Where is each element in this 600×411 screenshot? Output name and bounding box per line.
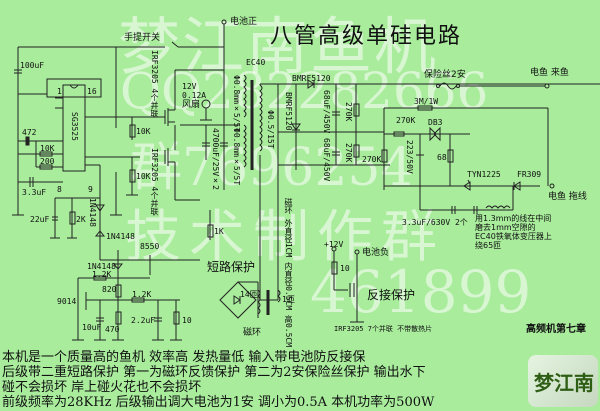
diode-1n4148-c-label: 1N4148 [87, 262, 116, 271]
cap-100uf-label: 100uF [20, 61, 45, 70]
watermark-brand: 梦江南鱼机 [118, 10, 439, 83]
description-line-3: 碰不会损坏 岸上碰火花也不会损坏 [2, 380, 202, 395]
res-1-2k-a-label: 1.2K [92, 270, 112, 279]
res-1k-label: 1K [214, 227, 224, 236]
watermark-group: 技术制作群 [125, 205, 445, 270]
ring-spec-label: 磁环 外直径1CM 内直径0.5CM 高0.5CM [284, 198, 293, 348]
description-line-1: 本机是一个质量高的鱼机 效率高 发热量低 输入带电池防反接保 [2, 350, 366, 365]
terminal-battery-negative: 电池负 [362, 248, 390, 258]
transformer-primary-1-label: Φ0.8mm×5/5T [232, 75, 241, 133]
diode-1n4148-b-label: 1N4148 [106, 232, 135, 241]
watermark-qq-prefix: QQ [120, 62, 202, 120]
watermark-qq-2: 群7696254 [130, 125, 414, 200]
ic-pin16: 16 [87, 87, 97, 96]
ic-sg3525-label: SG3525 [70, 112, 79, 141]
res-270k-c-label: 270K [362, 155, 382, 164]
watermark-qq-1: QQ282282666 [120, 62, 488, 120]
terminal-output-fish-in: 电鱼 来鱼 [530, 68, 569, 78]
ic-pin1: 1 [57, 87, 62, 96]
fuse-label: 保险丝2安 [424, 70, 466, 80]
diode-bmrf5120-b-label: BMRF5120 [284, 92, 293, 131]
res-270k-b-label: 270K [344, 143, 353, 163]
fan-label: 风扇 [182, 100, 201, 110]
cap-68uf-b-label: 68uF/450V [322, 138, 331, 182]
coil-14-turns-label: 14匝 [240, 290, 258, 299]
watermark-qq-3: 461899 [310, 258, 532, 326]
logo-text: 梦江南 [534, 371, 594, 395]
cap-3-3uf-630v-label: 3.3uF/630V 2个 [402, 218, 468, 227]
ic-pin9: 9 [88, 185, 93, 194]
short-circuit-protection-label: 短路保护 [207, 260, 256, 274]
mosfet-bottom-label: IRF3205 4个并联 [150, 148, 159, 216]
cap-472-label: 472 [22, 128, 37, 137]
fan-current: 0.12A [182, 91, 207, 100]
scr-tyn1225-label: TYN1225 [467, 170, 501, 179]
cap-4700uf-label: 4700uF/25V×2 [211, 128, 220, 190]
res-470-label: 470 [105, 325, 120, 334]
transistor-9014-label: 9014 [57, 297, 77, 306]
mosfet-top-label: IRF3205 4个并联 [150, 50, 159, 118]
diac-db3-label: DB3 [428, 118, 443, 127]
chapter-label: 高频机第七章 [526, 324, 586, 335]
coil-1-turn-label: 1匝 [282, 295, 295, 304]
terminal-plus12v: +12V [324, 240, 344, 249]
res-2k-label: 2K [76, 215, 86, 224]
cap-2-2uf-label: 2.2uF [131, 316, 156, 325]
reverse-protection-label: 反接保护 [367, 288, 416, 302]
res-10-b-label: 10 [340, 264, 350, 273]
res-10-label: 10 [182, 316, 192, 325]
res-68-label: 68 [437, 153, 447, 162]
description-line-2: 后级带二重短路保护 第一为磁环反馈保护 第二为2安保险丝保护 输出水下 [2, 365, 426, 380]
terminal-battery-positive: 电池正 [230, 17, 258, 27]
cap-10uf-label: 10uF [82, 323, 102, 332]
res-10k-label: 10K [40, 144, 55, 153]
res-200-label: 200 [40, 157, 55, 166]
res-10k-b-label: 10K [136, 127, 151, 136]
fan-voltage: 12V [182, 82, 197, 91]
res-3m-label: 3M/1W [414, 97, 439, 106]
cap-3-3uf-label: 3.3uF [22, 188, 47, 197]
watermark-group-char: 群 [130, 138, 183, 198]
diode-bmrf5120-a-label: BMRF5120 [292, 74, 331, 83]
res-10k-c-label: 10K [136, 172, 151, 181]
ring-label: 磁环 [243, 328, 262, 338]
brand-logo: 梦江南 [528, 355, 598, 407]
inductor-note: 用1.3mm的线在中间磨去1mm空隙的EC40铁氧体变压器上绕65匝 [475, 214, 552, 250]
res-820-label: 820 [102, 285, 117, 294]
res-270k-a-label: 270K [344, 102, 353, 122]
cap-223-label: 223/50V [405, 140, 414, 174]
watermark-qq-number: 7696254 [182, 138, 414, 198]
mosfet-reverse-label: IRF3205 7个并联 不带散热片 [334, 325, 433, 333]
terminal-output-fish-tow: 电鱼 拖线 [548, 192, 587, 202]
pot-270k-label: 270K [396, 116, 416, 125]
transistor-8550-label: 8550 [140, 242, 160, 251]
transformer-secondary-label: Φ0.5/15T [266, 110, 275, 149]
page-title: 八管高级单硅电路 [270, 24, 463, 49]
diode-fr309-label: FR309 [517, 170, 542, 179]
transformer-core-label: EC40 [246, 58, 266, 67]
cap-68uf-a-label: 68uF/450V [322, 90, 331, 134]
watermark-qq-number: 282282666 [201, 62, 489, 120]
ic-pin8: 8 [57, 185, 62, 194]
description-line-4: 前级频率为28KHz 后级输出调大电池为1安 调小为0.5A 本机功率为500W [2, 395, 435, 410]
transformer-primary-2-label: Φ0.8mm×5/5T [232, 128, 241, 186]
switch-label: 手提开关 [124, 33, 161, 43]
cap-22uf-label: 22uF [30, 215, 50, 224]
res-1-2k-b-label: 1.2K [132, 290, 152, 299]
diode-1n4148-a-label: 1N4148 [88, 198, 97, 227]
